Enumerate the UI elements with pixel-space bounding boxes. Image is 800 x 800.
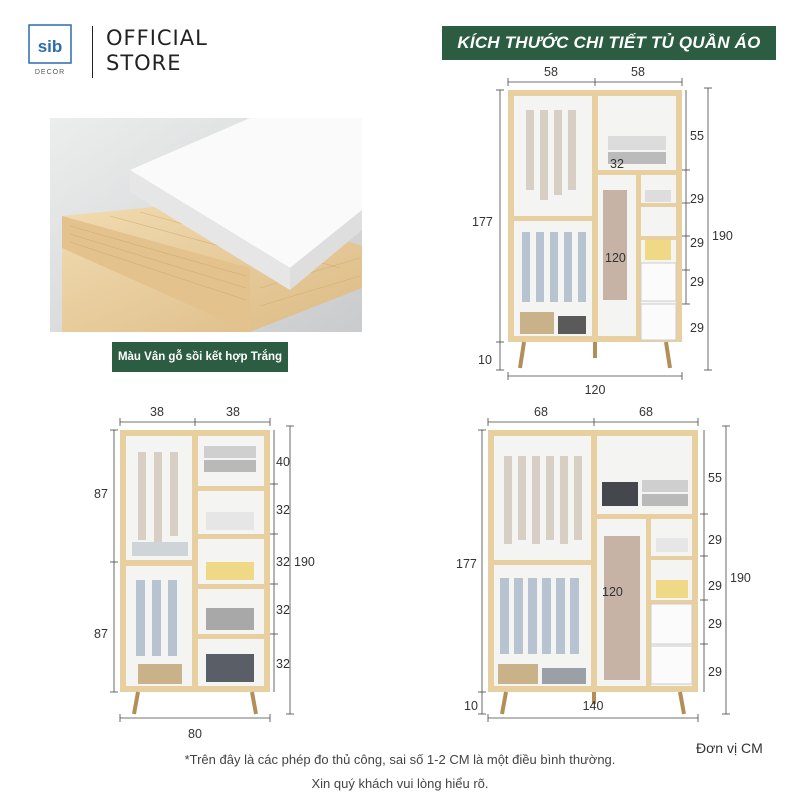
w120-leg-height: 10 [478,353,492,367]
w80-right-height-4: 32 [276,603,290,617]
w120-total-height: 190 [712,229,733,243]
w120-right-height-4: 29 [690,275,704,289]
w120-right-height-5: 29 [690,321,704,335]
w120-right-height-3: 29 [690,236,704,250]
w140-right-height-2: 29 [708,533,722,547]
w80-top-width-right: 38 [226,405,240,419]
w140-top-width-right: 68 [639,405,653,419]
w140-right-height-3: 29 [708,579,722,593]
w80-right-height-3: 32 [276,555,290,569]
w120-inner-width: 32 [610,157,624,171]
w140-right-height-5: 29 [708,665,722,679]
footnote-line-1: *Trên đây là các phép đo thủ công, sai s… [184,752,616,767]
w140-right-height-4: 29 [708,617,722,631]
wardrobe-120-drawing: 58 58 177 10 32 120 55 29 29 29 29 190 1… [472,65,733,397]
unit-label: Đơn vị CM [696,740,763,756]
w120-right-height-2: 29 [690,192,704,206]
w120-total-width: 120 [585,383,606,397]
material-caption: Màu Vân gỗ sồi kết hợp Trắng [112,342,288,372]
w140-left-height: 177 [456,557,477,571]
store-line-2: STORE [106,51,182,75]
brand-logo: sib DECOR [28,24,72,76]
w140-total-height: 190 [730,571,751,585]
w80-top-width-left: 38 [150,405,164,419]
w80-right-height-2: 32 [276,503,290,517]
footnote-line-2: Xin quý khách vui lòng hiểu rõ. [311,776,489,791]
store-line-1: OFFICIAL [106,26,208,50]
wardrobe-80-drawing: 38 38 87 87 40 32 32 32 32 190 80 [94,405,315,741]
w120-right-height-1: 55 [690,129,704,143]
w120-left-height: 177 [472,215,493,229]
w120-top-width-left: 58 [544,65,558,79]
w140-top-width-left: 68 [534,405,548,419]
w80-right-height-1: 40 [276,455,290,469]
w80-left-height-1: 87 [94,487,108,501]
w140-inner-height: 120 [602,585,623,599]
w120-top-width-right: 58 [631,65,645,79]
logo-text: sib [38,37,63,56]
w80-left-height-2: 87 [94,627,108,641]
w140-right-height-1: 55 [708,471,722,485]
w80-total-width: 80 [188,727,202,741]
logo-sub: DECOR [35,69,65,76]
w80-right-height-5: 32 [276,657,290,671]
store-label: OFFICIAL STORE [106,26,208,76]
w140-total-width: 140 [583,699,604,713]
title-banner: KÍCH THƯỚC CHI TIẾT TỦ QUẦN ÁO TA07 [442,26,776,86]
material-sample-image [50,118,362,332]
wardrobe-140-drawing: 68 68 177 10 120 55 29 29 29 29 190 140 [456,405,751,722]
w80-total-height: 190 [294,555,315,569]
w140-leg-height: 10 [464,699,478,713]
header-divider [92,26,93,78]
w120-inner-height: 120 [605,251,626,265]
